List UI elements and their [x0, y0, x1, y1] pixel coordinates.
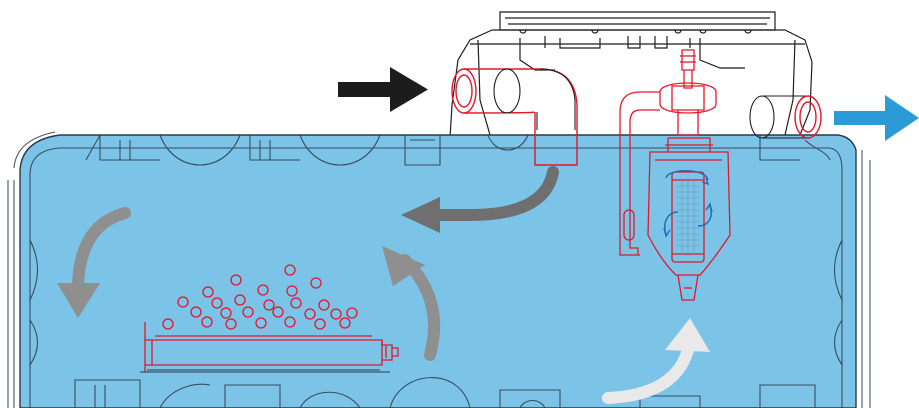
- tank-riser-outline: [450, 12, 812, 138]
- outlet-pipe-red-end: [795, 96, 821, 138]
- right-arrow-icon-inlet: [338, 67, 428, 112]
- right-arrow-icon-outlet: [834, 95, 919, 141]
